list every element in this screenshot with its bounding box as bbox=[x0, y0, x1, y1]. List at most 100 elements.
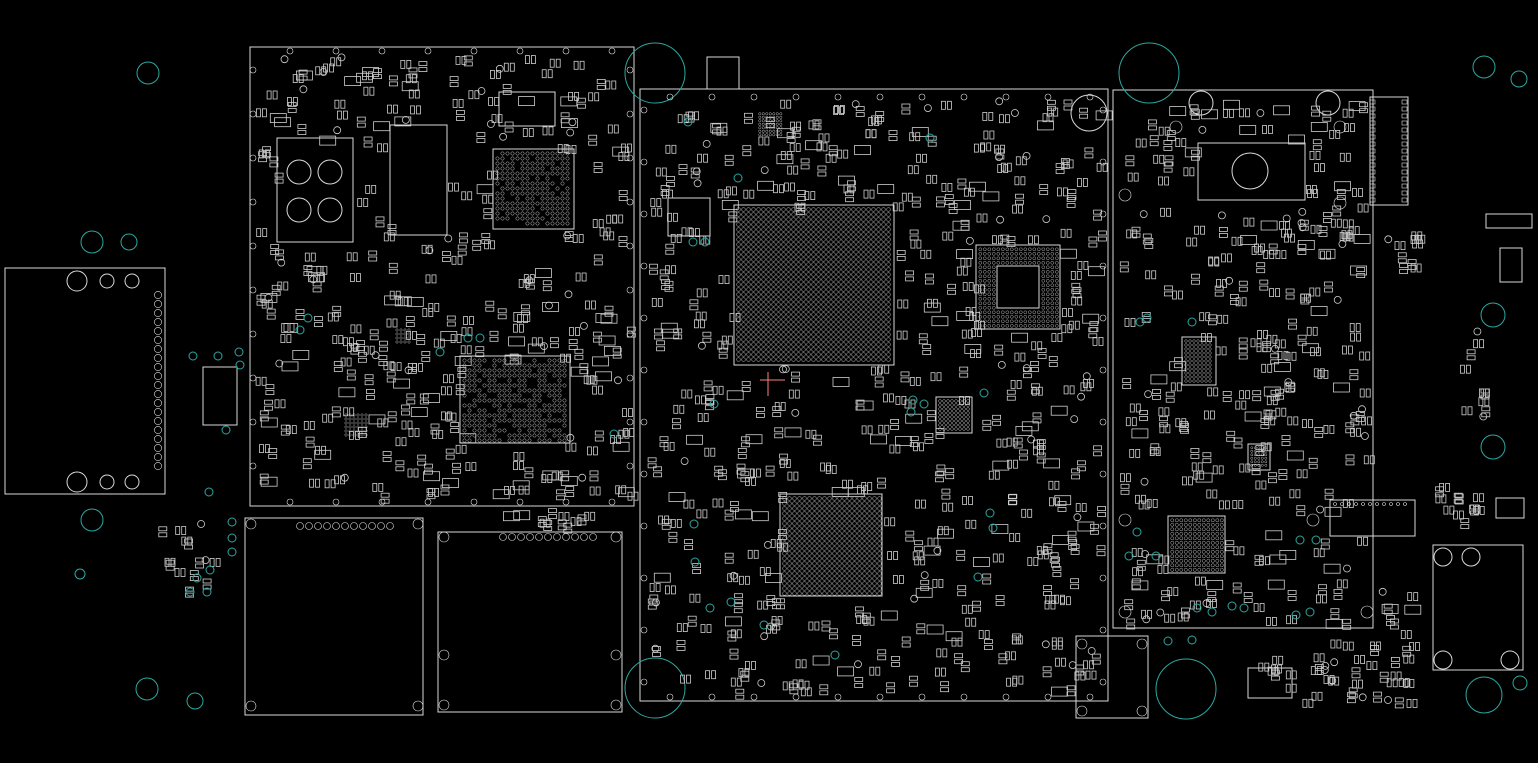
pad bbox=[305, 522, 313, 530]
bga-ball bbox=[1210, 567, 1215, 572]
bga-ball bbox=[806, 292, 811, 297]
smd-pad bbox=[941, 182, 947, 192]
bga-ball bbox=[851, 247, 856, 252]
smd-pad bbox=[331, 406, 341, 412]
bga-ball bbox=[821, 252, 826, 257]
smd-pad bbox=[1356, 273, 1366, 279]
smd-pad bbox=[497, 308, 507, 314]
smd-pad bbox=[813, 434, 822, 440]
bga-ball bbox=[552, 398, 557, 403]
bga-ball bbox=[1014, 315, 1019, 319]
smd-pad bbox=[1316, 347, 1321, 357]
smd-pad bbox=[262, 228, 268, 238]
module-a[interactable] bbox=[249, 46, 635, 507]
bga-ball bbox=[552, 428, 557, 433]
bga-ball bbox=[1192, 563, 1197, 568]
bga-ball bbox=[1201, 518, 1206, 523]
bga-ball bbox=[836, 207, 841, 212]
bga-ball bbox=[851, 257, 856, 262]
bga-ball bbox=[861, 217, 866, 222]
bga-ball bbox=[802, 506, 807, 511]
smd-pad bbox=[856, 615, 862, 624]
bga-ball bbox=[756, 352, 761, 357]
bga-ball bbox=[1028, 315, 1032, 319]
smd-pad bbox=[334, 99, 340, 109]
bga-ball bbox=[807, 556, 812, 561]
bga-ball bbox=[1257, 460, 1261, 464]
right-connector-outline[interactable] bbox=[1432, 544, 1524, 671]
bga-ball bbox=[552, 403, 557, 408]
bga-ball bbox=[1215, 567, 1220, 572]
bga-ball bbox=[846, 232, 851, 237]
smd-component bbox=[757, 180, 774, 191]
bga-ball bbox=[871, 267, 876, 272]
smd-pad bbox=[1297, 340, 1307, 346]
smd-pad bbox=[419, 399, 429, 405]
smd-pad bbox=[1306, 326, 1312, 336]
bga-ball bbox=[1201, 563, 1206, 568]
bga-ball bbox=[881, 332, 886, 337]
smd-pad bbox=[868, 117, 874, 126]
bga-ball bbox=[872, 571, 877, 576]
bga-ball bbox=[751, 232, 756, 237]
bga-ball bbox=[987, 324, 992, 328]
smd-pad bbox=[914, 556, 920, 566]
pad bbox=[323, 522, 331, 530]
edge-hole bbox=[876, 93, 884, 101]
bga-ball bbox=[736, 337, 741, 342]
smd-pad bbox=[819, 690, 829, 696]
bga-ball bbox=[806, 252, 811, 257]
bga-ball bbox=[562, 368, 567, 373]
smd-pad bbox=[584, 511, 590, 521]
left-connector[interactable] bbox=[4, 267, 238, 495]
bga-ball bbox=[1046, 306, 1050, 310]
bga-ball bbox=[766, 307, 771, 312]
bga-ball bbox=[827, 516, 832, 521]
bga-ball bbox=[741, 282, 746, 287]
smd-pad bbox=[695, 311, 701, 321]
smd-pad bbox=[1397, 258, 1407, 264]
main-board[interactable] bbox=[639, 56, 1149, 719]
smd-pad bbox=[918, 339, 928, 345]
smd-pad bbox=[875, 666, 881, 676]
smd-pad bbox=[1394, 703, 1404, 709]
test-point bbox=[995, 153, 1003, 162]
bga-ball bbox=[736, 357, 741, 362]
smd-pad bbox=[448, 374, 454, 384]
smd-pad bbox=[810, 191, 816, 201]
bga-ball bbox=[836, 347, 841, 352]
test-point bbox=[779, 365, 787, 374]
module-c-outline[interactable] bbox=[437, 531, 623, 713]
bga-ball bbox=[846, 237, 851, 242]
test-point bbox=[1141, 550, 1149, 558]
right-module[interactable] bbox=[1112, 89, 1416, 629]
bga-ball bbox=[360, 421, 364, 425]
smd-pad bbox=[974, 143, 979, 153]
bga-ball bbox=[761, 247, 766, 252]
bga-ball bbox=[872, 531, 877, 536]
smd-pad bbox=[672, 424, 681, 430]
bga-ball bbox=[525, 171, 530, 176]
smd-pad bbox=[899, 575, 904, 584]
bga-ball bbox=[796, 327, 801, 332]
bga-ball bbox=[861, 257, 866, 262]
bga-ball bbox=[562, 438, 567, 443]
bga-ball bbox=[796, 347, 801, 352]
smd-component bbox=[982, 191, 1000, 202]
smd-pad bbox=[1272, 334, 1278, 344]
bga-ball bbox=[505, 171, 510, 176]
smd-pad bbox=[1286, 615, 1291, 625]
bga-ball bbox=[527, 373, 532, 378]
bga-ball bbox=[1046, 265, 1050, 270]
smd-pad bbox=[395, 437, 401, 447]
smd-component bbox=[1404, 604, 1422, 615]
smd-pad bbox=[855, 112, 865, 117]
bga-ball bbox=[746, 347, 751, 352]
bga-ball bbox=[1050, 292, 1055, 297]
module-b-outline[interactable] bbox=[244, 517, 424, 716]
bga-ball bbox=[831, 217, 836, 222]
bga-ball bbox=[832, 506, 837, 511]
smd-component bbox=[751, 511, 769, 522]
